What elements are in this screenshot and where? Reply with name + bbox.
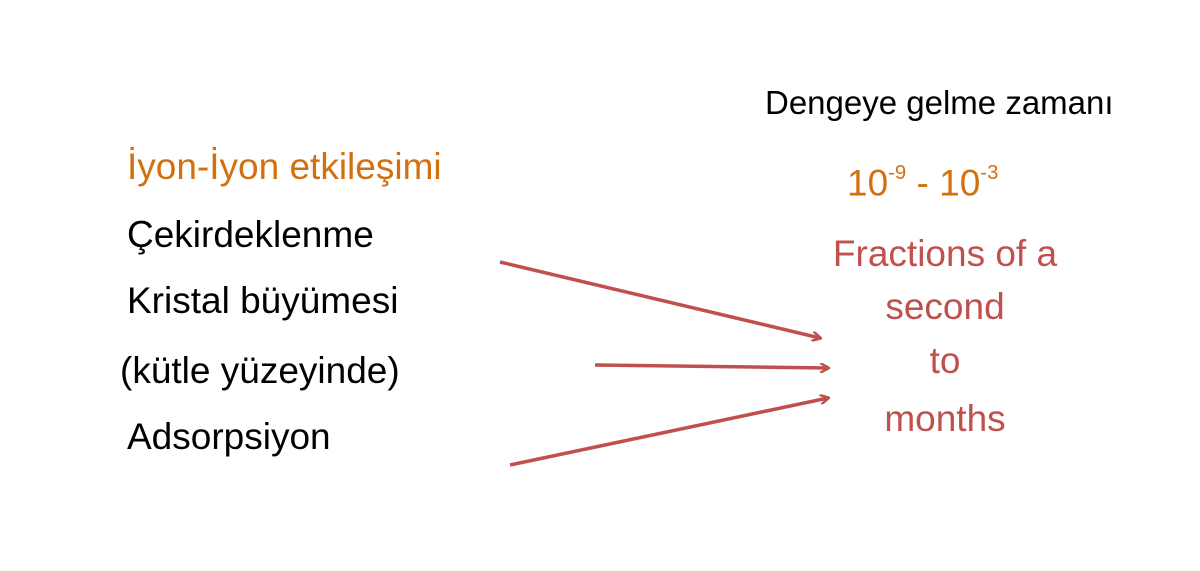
range-exp-1: -9	[888, 162, 907, 184]
arrow-nucleation	[499, 260, 820, 338]
arrow-crystal-growth	[594, 365, 828, 368]
item-mass-surface: (kütle yüzeyinde)	[120, 350, 400, 391]
range-base-1: 10	[847, 162, 889, 204]
range-separator: -	[906, 162, 940, 204]
arrow-adsorption	[509, 398, 828, 467]
timescale-line-2: second	[885, 286, 1005, 327]
time-range: 10-9 - 10-3	[847, 163, 998, 201]
item-crystal-growth: Kristal büyümesi	[127, 280, 399, 321]
timescale-line-4: months	[884, 398, 1006, 439]
range-base-2: 10	[939, 162, 981, 204]
range-exp-2: -3	[980, 162, 999, 184]
timescale-line-3: to	[929, 340, 961, 381]
item-nucleation: Çekirdeklenme	[127, 214, 374, 255]
item-adsorption: Adsorpsiyon	[127, 416, 331, 457]
equilibrium-time-heading: Dengeye gelme zamanı	[765, 84, 1114, 121]
item-ion-ion-interaction: İyon-İyon etkileşimi	[127, 146, 442, 187]
timescale-line-1: Fractions of a	[832, 233, 1058, 274]
